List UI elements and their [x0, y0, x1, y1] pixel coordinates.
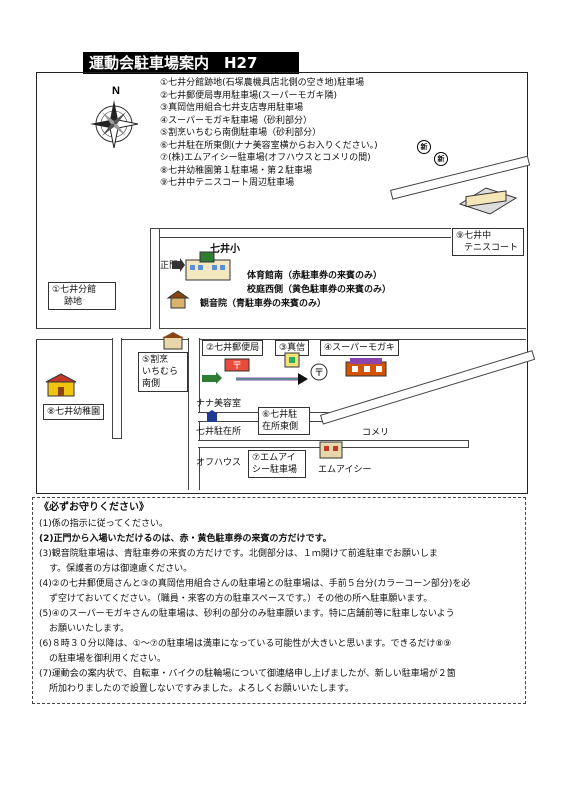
komeri-label: コメリ: [362, 428, 390, 438]
legend-item: ③真岡信用組合七井支店専用駐車場: [160, 103, 304, 113]
supermarket-icon: [345, 358, 387, 377]
north-label: N: [112, 85, 120, 97]
police-box-label: 七井駐在所: [196, 427, 242, 437]
legend-item: ④スーパーモガキ駐車場（砂利部分）: [160, 115, 312, 126]
legend-item: ⑧七井幼稚園第１駐車場・第２駐車場: [160, 165, 313, 176]
mic-building-icon: [319, 441, 343, 459]
school-building-icon: [185, 251, 231, 281]
road-vertical-left: [150, 228, 160, 329]
new-badge-icon: 新: [417, 139, 431, 154]
legend-item: ⑦(株)エムアイシー駐車場(オフハウスとコメリの間): [160, 153, 371, 163]
school-label: 七井小: [210, 244, 240, 255]
road-vertical-far-left: [112, 338, 122, 439]
rule-line: (3)観音院駐車場は、青駐車券の来賓の方だけです。北側部分は、１ｍ開けて前進駐車…: [39, 549, 438, 559]
legend-item: ⑥七井駐在所東側(ナナ美容室横からお入りください。): [160, 140, 378, 151]
rules-box: 《必ずお守りください》 (1)係の指示に従ってください。 (2)正門から入場いただ…: [32, 497, 526, 704]
offhouse-label: オフハウス: [196, 458, 242, 468]
mic-label: エムアイシー: [318, 465, 372, 475]
junior-high-building-icon: [458, 187, 518, 215]
road-upper: [150, 228, 451, 238]
rule-line: 所加わりましたので設置しないですみました。よろしくお願いいたします。: [49, 684, 354, 694]
parking-7-line1: ⑦エムアイ: [252, 453, 296, 463]
parking-4-label: ④スーパーモガキ: [320, 340, 399, 356]
legend-item: ②七井郵便局専用駐車場(スーパーモガキ隣): [160, 90, 338, 101]
legend-item: ⑤割烹いちむら南側駐車場（砂利部分）: [160, 128, 322, 138]
gate-arrow-icon: [172, 258, 185, 272]
parking-6-line1: ⑥七井駐: [262, 410, 298, 420]
parking-6-line2: 在所東側: [262, 422, 299, 432]
temple-icon: [166, 290, 190, 309]
parking-5-line3: 南側: [142, 379, 161, 389]
parking-5-line2: いちむら: [142, 367, 179, 377]
parking-5-line1: ⑤割烹: [142, 355, 169, 365]
post-office-icon: 〒: [224, 358, 250, 372]
rule-line: (1)係の指示に従ってください。: [39, 519, 169, 529]
parking-9-line1: ⑨七井中: [456, 231, 492, 241]
parking-9-line2: テニスコート: [464, 243, 519, 253]
rule-line: (2)正門から入場いただけるのは、赤・黄色駐車券の来賓の方だけです。: [39, 534, 332, 544]
parking-9-label: ⑨七井中 テニスコート: [452, 228, 524, 256]
parking-1-line1: ①七井分館: [52, 285, 97, 295]
rule-line: (5)④のスーパーモガキさんの駐車場は、砂利の部分のみ駐車願います。特に店舗前等…: [39, 609, 455, 619]
bank-icon: [284, 352, 300, 368]
post-mark-icon: 〒: [310, 363, 328, 381]
rule-line: (6)８時３０分以降は、①〜⑦の駐車場は満車になっている可能性が大きいと思います…: [39, 639, 452, 649]
ichimura-building-icon: [162, 332, 184, 350]
legend-item: ①七井分館跡地(石塚農機具店北側の空き地)駐車場: [160, 78, 365, 88]
rule-line: ず空けておいてください。（職員・来客の方の駐車スペースです。）その他の所へ駐車願…: [49, 594, 433, 604]
rule-line: (7)運動会の案内状で、自転車・バイクの駐輪場について御連絡申し上げましたが、新…: [39, 669, 456, 679]
rule-line: お願いいたします。: [49, 624, 130, 634]
parking-5-label: ⑤割烹 いちむら 南側: [138, 352, 188, 392]
svg-text:〒: 〒: [232, 361, 242, 372]
new-badge-icon: 新: [434, 152, 448, 166]
rule-line: の駐車場を御利用ください。: [49, 654, 167, 664]
parking-2-label: ②七井郵便局: [202, 340, 264, 356]
map-area: [36, 72, 528, 494]
parking-1-label: ①七井分館 跡地: [48, 282, 116, 310]
rules-heading: 《必ずお守りください》: [39, 502, 149, 513]
route-arrow-icon: [202, 372, 308, 385]
compass-rose-icon: N: [90, 85, 139, 149]
rule-line: (4)②の七井郵便局さんと③の真岡信用組合さんの駐車場との駐車場は、手前５台分(…: [39, 579, 471, 589]
gym-south-label: 体育館南（赤駐車券の来賓のみ）: [247, 271, 383, 281]
legend-item: ⑨七井中テニスコート周辺駐車場: [160, 178, 295, 188]
gate-label: 正門: [160, 261, 179, 271]
kannonin-label: 観音院（青駐車券の来賓のみ）: [200, 299, 327, 309]
page-title: 運動会駐車場案内 H27: [83, 52, 299, 74]
parking-8-label: ⑧七井幼稚園: [43, 404, 105, 420]
nana-salon-label: ナナ美容室: [196, 399, 242, 409]
parking-1-line2: 跡地: [64, 297, 83, 307]
kindergarten-building-icon: [45, 373, 77, 397]
svg-text:〒: 〒: [314, 368, 324, 379]
parking-7-label: ⑦エムアイ シー駐車場: [248, 450, 306, 478]
road-main-horizontal: [36, 328, 526, 340]
parking-3-label: ③真信: [275, 340, 310, 356]
rule-line: す。保護者の方は御遠慮ください。: [49, 564, 193, 574]
parking-6-label: ⑥七井駐 在所東側: [258, 407, 310, 435]
school-west-label: 校庭西側（黄色駐車券の来賓のみ）: [247, 285, 392, 295]
police-box-icon: [206, 410, 218, 422]
parking-7-line2: シー駐車場: [252, 465, 298, 475]
